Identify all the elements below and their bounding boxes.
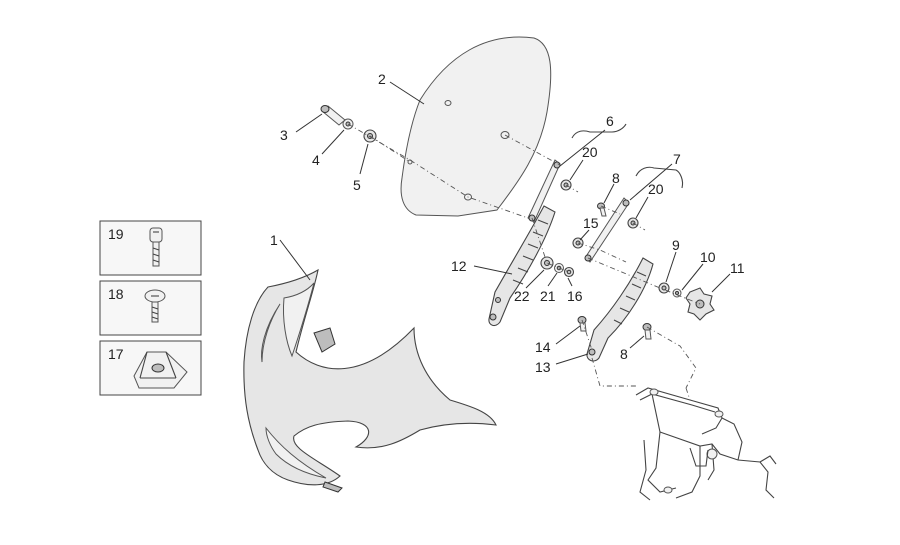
callout-4: 4 [312, 152, 320, 168]
callout-13: 13 [535, 359, 551, 375]
speed-nut-17-icon [133, 351, 188, 389]
windscreen-part [400, 36, 552, 217]
callout-8-lower: 8 [620, 346, 628, 362]
inset-box-18 [99, 280, 202, 336]
callout-labels: 1 2 3 4 5 6 7 8 8 9 10 11 12 13 14 15 16… [108, 71, 745, 375]
inset-box-17 [99, 340, 202, 396]
bolt-8b-part [642, 323, 652, 340]
callout-20-lower: 20 [648, 181, 664, 197]
inset-box-19 [99, 220, 202, 276]
callout-15: 15 [583, 215, 599, 231]
callout-7: 7 [673, 151, 681, 167]
callout-2: 2 [378, 71, 386, 87]
callout-6: 6 [606, 113, 614, 129]
mounting-frame-part [635, 387, 777, 501]
callout-9: 9 [672, 237, 680, 253]
callout-20-upper: 20 [582, 144, 598, 160]
callout-3: 3 [280, 127, 288, 143]
callout-18: 18 [108, 286, 124, 302]
left-bracket-12-part [488, 205, 556, 327]
nut-16-part [563, 266, 575, 278]
callout-10: 10 [700, 249, 716, 265]
callout-1: 1 [270, 232, 278, 248]
screw-18-icon [144, 289, 166, 323]
callout-17: 17 [108, 346, 124, 362]
callout-12: 12 [451, 258, 467, 274]
bolt-3-part [320, 105, 346, 126]
upper-plate-6-part [527, 159, 561, 223]
callout-8-upper: 8 [612, 170, 620, 186]
callout-5: 5 [353, 177, 361, 193]
assembly-lines [347, 123, 701, 401]
right-bracket-13-part [586, 257, 654, 362]
leader-lines [279, 81, 731, 365]
washer-9-part [658, 282, 670, 294]
callout-11: 11 [730, 260, 745, 276]
bolt-8a-part [597, 202, 607, 217]
callout-19: 19 [108, 226, 124, 242]
spacer-22-part [540, 256, 554, 270]
group-bracket-6 [571, 123, 627, 139]
callout-22: 22 [514, 288, 530, 304]
callout-21: 21 [540, 288, 556, 304]
front-fairing-part [243, 268, 497, 493]
callout-16: 16 [567, 288, 583, 304]
bolt-14-part [577, 316, 587, 332]
group-bracket-7 [635, 166, 684, 189]
screw-19-icon [149, 227, 163, 267]
callout-14: 14 [535, 339, 551, 355]
